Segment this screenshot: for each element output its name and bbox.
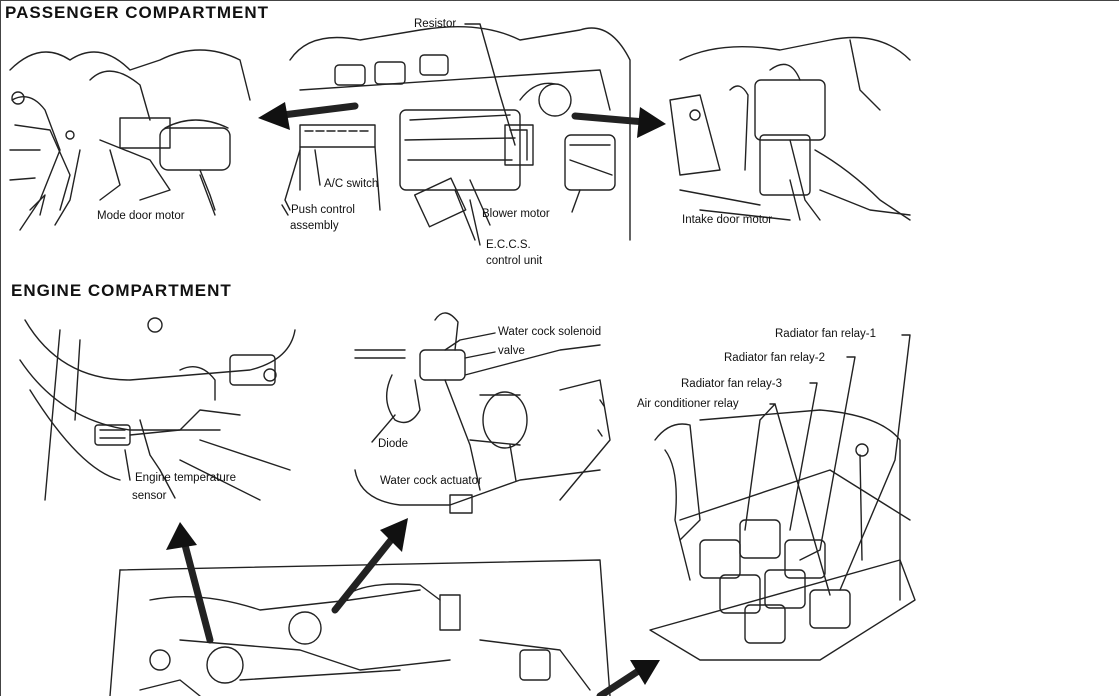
arrow-left-to-mode-door (271, 102, 359, 120)
label-engine-temperature-line2: sensor (132, 490, 167, 502)
intake-door-motor-drawing (669, 36, 911, 221)
relay-block-drawing (649, 409, 916, 661)
engine-bay-drawing (109, 559, 611, 696)
label-push-control-line2: assembly (290, 220, 339, 232)
water-cock-solenoid-drawing (354, 312, 611, 514)
engine-temperature-sensor-drawing (19, 317, 296, 501)
label-eccs-line2: control unit (486, 255, 543, 267)
label-intake-door-motor: Intake door motor (682, 214, 773, 226)
label-diode: Diode (378, 438, 409, 450)
label-water-cock-actuator: Water cock actuator (380, 475, 482, 487)
label-water-cock-solenoid-line2: valve (498, 345, 525, 357)
label-radiator-fan-relay-2: Radiator fan relay-2 (724, 352, 825, 364)
mode-door-motor-drawing (9, 49, 251, 231)
label-blower-motor: Blower motor (482, 208, 550, 220)
arrow-to-temperature-sensor (181, 541, 214, 644)
arrow-right-to-intake-door (571, 112, 649, 126)
arrow-to-relay-block (596, 666, 644, 696)
label-resistor: Resistor (414, 18, 457, 30)
label-eccs-line1: E.C.C.S. (486, 239, 531, 251)
label-water-cock-solenoid-line1: Water cock solenoid (498, 326, 602, 338)
label-air-conditioner-relay: Air conditioner relay (637, 398, 739, 410)
label-ac-switch: A/C switch (324, 178, 379, 190)
label-push-control-line1: Push control (291, 204, 355, 216)
label-radiator-fan-relay-3: Radiator fan relay-3 (681, 378, 782, 390)
passenger-compartment-heading: PASSENGER COMPARTMENT (5, 3, 270, 22)
engine-compartment-heading: ENGINE COMPARTMENT (11, 281, 232, 300)
dashboard-drawing (289, 25, 631, 241)
label-radiator-fan-relay-1: Radiator fan relay-1 (775, 328, 876, 340)
arrow-to-water-cock (331, 531, 399, 614)
label-engine-temperature-line1: Engine temperature (135, 472, 237, 484)
label-mode-door-motor: Mode door motor (97, 210, 185, 222)
